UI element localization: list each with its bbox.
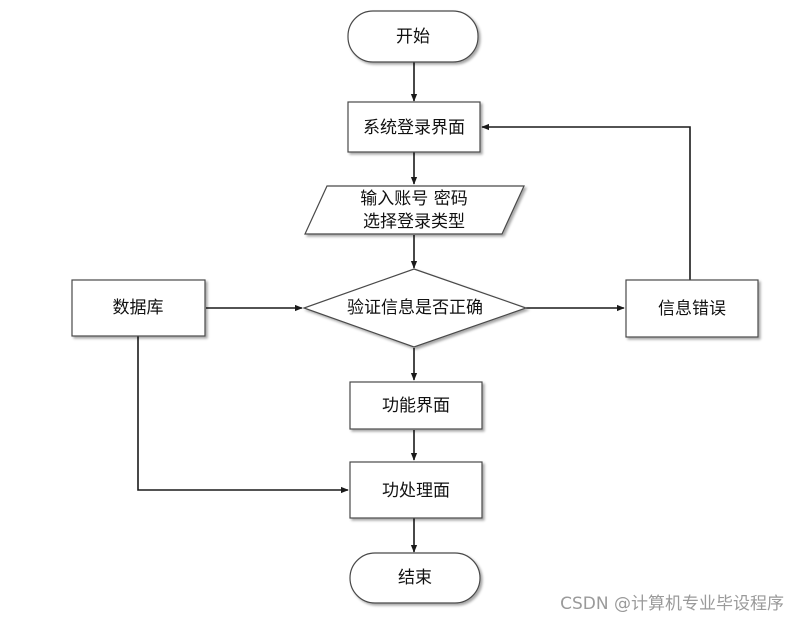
database-label: 数据库: [113, 298, 164, 318]
node-process: 功处理面: [349, 461, 483, 519]
error-process-shape: [625, 279, 759, 338]
verify-decision-shape: [302, 268, 528, 348]
node-error: 信息错误: [625, 279, 759, 338]
node-verify: 验证信息是否正确: [302, 268, 528, 348]
edge-database-to-process: [137, 336, 349, 494]
database-process-shape: [71, 279, 206, 337]
verify-label: 验证信息是否正确: [347, 298, 483, 318]
start-label: 开始: [396, 27, 430, 47]
login-label: 系统登录界面: [363, 118, 465, 138]
edges: [137, 62, 691, 553]
end-terminal-shape: [349, 552, 481, 604]
input-label-line2: 选择登录类型: [363, 212, 465, 232]
process-label: 功处理面: [382, 481, 450, 501]
watermark-text: CSDN @计算机专业毕设程序: [560, 594, 784, 614]
function-process-shape: [349, 381, 483, 430]
function-label: 功能界面: [382, 396, 450, 416]
end-label: 结束: [398, 568, 432, 588]
edge-error-to-login: [481, 123, 691, 280]
login-process-shape: [347, 101, 481, 153]
node-start: 开始: [347, 10, 479, 63]
input-label-line1: 输入账号 密码: [360, 189, 467, 209]
node-database: 数据库: [71, 279, 206, 337]
node-login: 系统登录界面: [347, 101, 481, 153]
start-terminal-shape: [347, 10, 479, 63]
node-end: 结束: [349, 552, 481, 604]
error-label: 信息错误: [658, 299, 726, 319]
node-function: 功能界面: [349, 381, 483, 430]
node-input: 输入账号 密码 选择登录类型: [304, 185, 525, 235]
process-process-shape: [349, 461, 483, 519]
input-parallelogram-shape: [304, 185, 525, 235]
